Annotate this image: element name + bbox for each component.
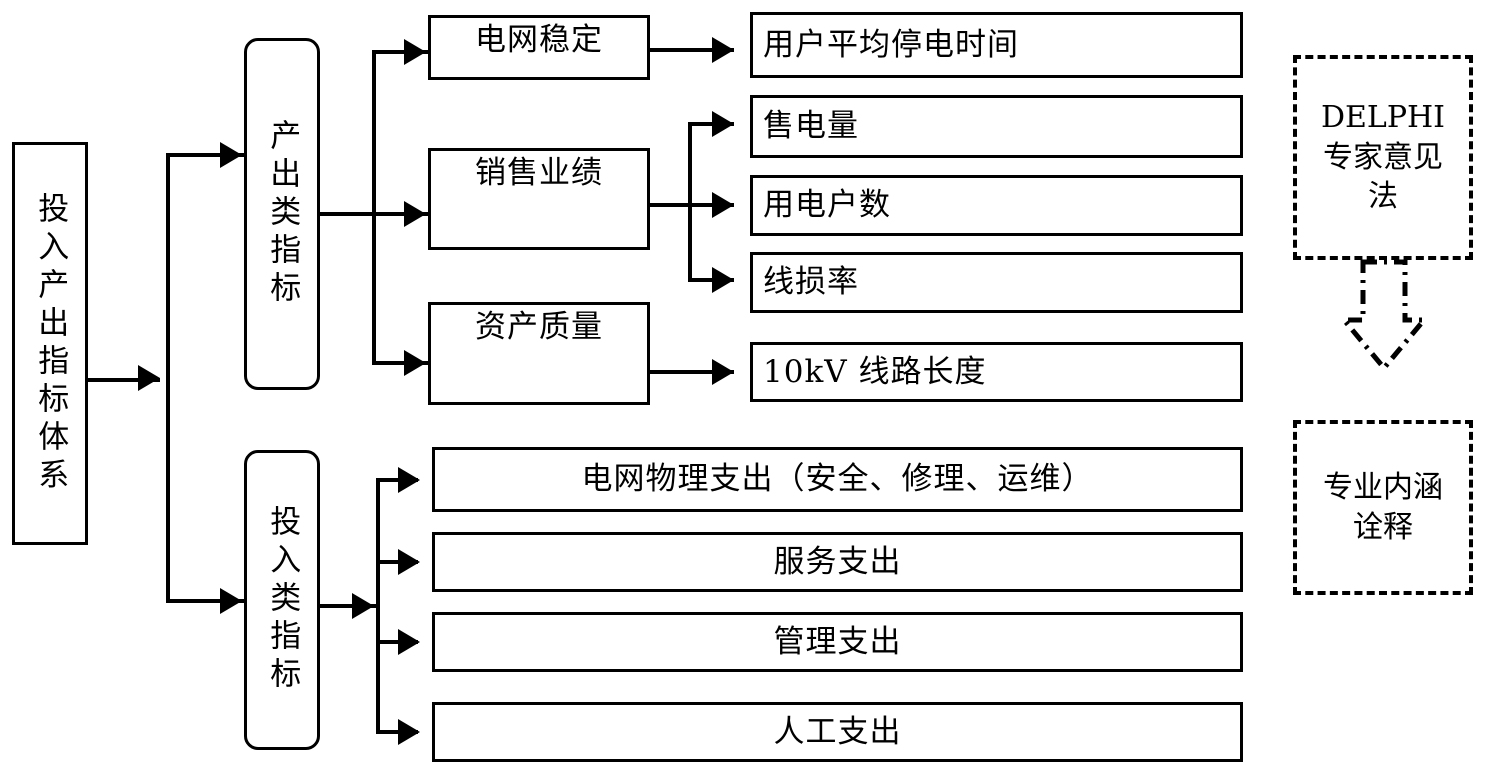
indicator-line-loss-rate-label: 线损率 [763, 264, 859, 301]
annotation-delphi-line1: DELPHI [1320, 100, 1446, 136]
connector-sales-to-line-loss-rate [688, 278, 734, 282]
level1-node-input: 投入类指标 [244, 450, 320, 750]
annotation-delphi: DELPHI 专家意见 法 [1293, 55, 1473, 260]
annotation-delphi-text: DELPHI 专家意见 法 [1321, 98, 1445, 217]
arrowhead-output-to-asset-quality [404, 350, 426, 376]
indicator-customer-count: 用电户数 [750, 175, 1243, 236]
arrowhead-sales-to-electricity-sold [712, 111, 734, 137]
annotation-professional-connotation-line1: 专业内涵 [1323, 469, 1443, 505]
indicator-electricity-sold: 售电量 [750, 95, 1243, 158]
level1-node-output: 产出类指标 [244, 38, 320, 390]
arrowhead-trunk-to-input [220, 588, 242, 614]
connector-trunk-to-output [166, 153, 244, 157]
root-node-input-output-index-system: 投入产出指标体系 [12, 142, 88, 545]
arrowhead-trunk-to-output [220, 142, 242, 168]
connector-sales-to-customer-count [688, 203, 734, 207]
connector-input-to-trunk [320, 604, 380, 608]
level1-node-output-label: 产出类指标 [264, 119, 301, 309]
connector-output-to-grid-stability [372, 50, 428, 54]
trunk-output-split [372, 50, 376, 365]
input-item-management-spend: 管理支出 [432, 612, 1243, 672]
arrowhead-sales-to-line-loss-rate [712, 267, 734, 293]
indicator-10kv-line-length: 10kV 线路长度 [750, 342, 1243, 402]
input-item-service-spend-label: 服务支出 [773, 543, 902, 580]
level2-node-asset-quality-label: 资产质量 [475, 309, 603, 345]
input-item-management-spend-label: 管理支出 [773, 623, 902, 660]
dashdot-down-arrow-icon [1338, 259, 1430, 372]
level2-node-grid-stability-label: 电网稳定 [475, 22, 603, 58]
level2-node-grid-stability: 电网稳定 [428, 15, 650, 80]
indicator-10kv-line-length-label: 10kV 线路长度 [763, 353, 987, 390]
level2-node-sales-performance: 销售业绩 [428, 148, 650, 250]
arrowhead-grid-stability-to-avg-outage-time [712, 37, 734, 63]
connector-input-to-service-spend [376, 560, 418, 564]
connector-sales-performance-to-trunk [650, 203, 692, 207]
input-item-grid-physical-spend: 电网物理支出（安全、修理、运维） [432, 447, 1243, 512]
arrowhead-input-to-service-spend [398, 549, 420, 575]
connector-output-to-asset-quality [372, 361, 428, 365]
arrowhead-input-to-labor-spend [398, 719, 420, 745]
annotation-delphi-line2: 专家意见 [1322, 139, 1443, 175]
connector-trunk-to-input [166, 599, 244, 603]
level1-node-input-label: 投入类指标 [264, 505, 301, 695]
arrowhead-input-to-trunk [352, 593, 374, 619]
level2-node-sales-performance-label: 销售业绩 [475, 155, 603, 191]
arrowhead-sales-to-customer-count [712, 192, 734, 218]
connector-output-to-trunk [320, 212, 376, 216]
connector-sales-to-electricity-sold [688, 122, 734, 126]
input-item-labor-spend: 人工支出 [432, 702, 1243, 762]
indicator-line-loss-rate: 线损率 [750, 252, 1243, 313]
annotation-professional-connotation: 专业内涵 诠释 [1293, 420, 1473, 595]
root-node-label: 投入产出指标体系 [32, 191, 69, 496]
connector-asset-quality-to-10kv-line-length [650, 370, 734, 374]
arrowhead-output-to-sales-performance [404, 201, 426, 227]
level2-node-asset-quality: 资产质量 [428, 302, 650, 405]
connector-input-to-grid-physical-spend [376, 478, 418, 482]
indicator-customer-count-label: 用电户数 [763, 187, 891, 224]
trunk-input-split [376, 478, 380, 732]
arrowhead-input-to-grid-physical-spend [398, 467, 420, 493]
connector-grid-stability-to-avg-outage-time [650, 48, 734, 52]
arrowhead-root-to-trunk [138, 365, 160, 391]
connector-input-to-management-spend [376, 640, 418, 644]
annotation-professional-connotation-line2: 诠释 [1353, 509, 1413, 545]
input-item-labor-spend-label: 人工支出 [773, 713, 902, 750]
annotation-delphi-line3: 法 [1367, 179, 1398, 215]
input-item-grid-physical-spend-label: 电网物理支出（安全、修理、运维） [581, 461, 1094, 498]
connector-input-to-labor-spend [376, 730, 418, 734]
connector-root-to-trunk [88, 378, 160, 382]
indicator-avg-outage-time: 用户平均停电时间 [750, 12, 1243, 78]
connector-output-to-sales-performance [372, 212, 428, 216]
arrowhead-input-to-management-spend [398, 629, 420, 655]
indicator-electricity-sold-label: 售电量 [763, 108, 859, 145]
input-item-service-spend: 服务支出 [432, 532, 1243, 592]
trunk-root-split [166, 155, 170, 603]
indicator-avg-outage-time-label: 用户平均停电时间 [763, 26, 1019, 63]
trunk-sales-split [688, 122, 692, 282]
arrowhead-output-to-grid-stability [404, 39, 426, 65]
annotation-professional-connotation-text: 专业内涵 诠释 [1323, 468, 1443, 547]
arrowhead-asset-quality-to-10kv-line-length [712, 359, 734, 385]
